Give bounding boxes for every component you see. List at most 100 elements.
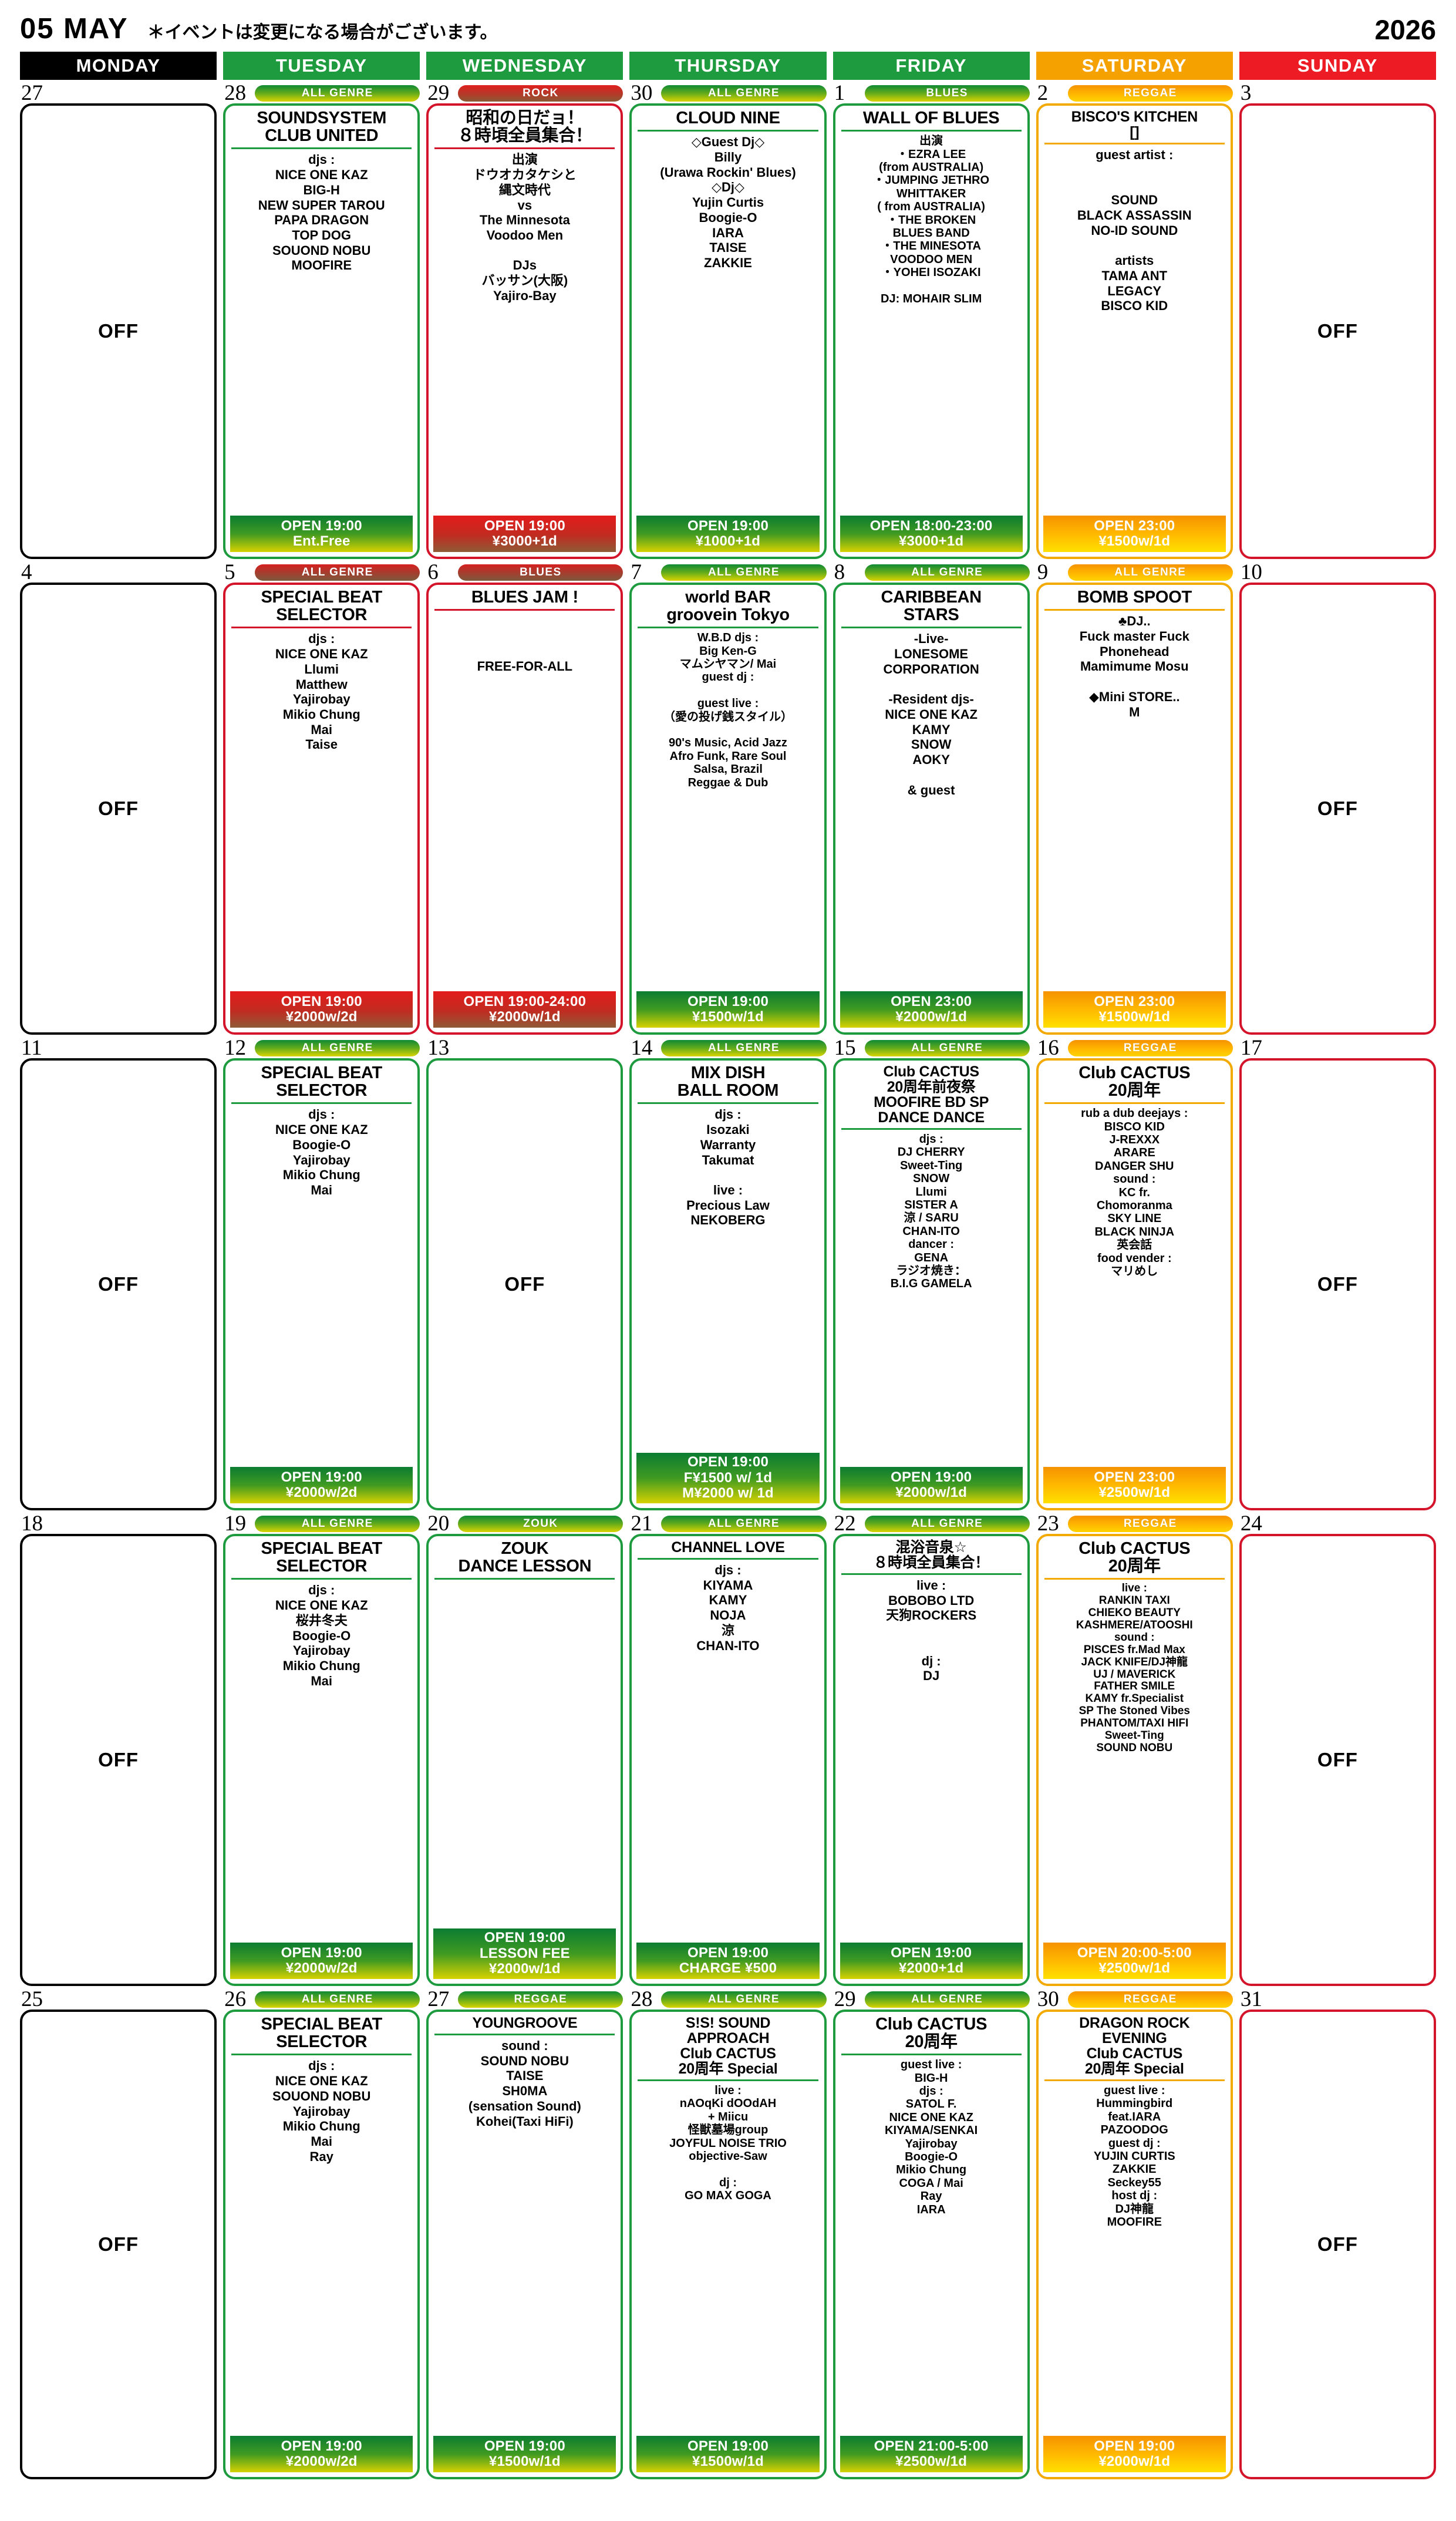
title-divider — [1044, 609, 1225, 611]
event-card[interactable]: Club CACTUS 20周年前夜祭 MOOFIRE BD SP DANCE … — [833, 1058, 1030, 1510]
date-number: 8 — [834, 560, 845, 584]
date-number: 17 — [1240, 1035, 1262, 1060]
event-card[interactable]: OFF — [20, 2010, 217, 2479]
event-card[interactable]: OFF — [20, 1534, 217, 1986]
event-card[interactable]: CARIBBEAN STARS-Live- LONESOME CORPORATI… — [833, 583, 1030, 1035]
event-card[interactable]: BISCO'S KITCHEN []guest artist : SOUND B… — [1036, 103, 1233, 559]
event-title: Club CACTUS 20周年 — [1078, 1539, 1191, 1576]
event-card[interactable]: S!S! SOUND APPROACH Club CACTUS 20周年 Spe… — [629, 2010, 827, 2479]
event-lineup: 出演 ドウオカタケシと 縄文時代 vs The Minnesota Voodoo… — [473, 152, 577, 303]
event-card[interactable]: OFF — [1239, 1534, 1436, 1986]
off-label: OFF — [1317, 1749, 1358, 1771]
event-title: MIX DISH BALL ROOM — [677, 1063, 779, 1100]
event-card[interactable]: OFF — [20, 103, 217, 559]
event-card[interactable]: BOMB SPOOT♣DJ.. Fuck master Fuck Phonehe… — [1036, 583, 1233, 1035]
title-divider — [434, 147, 615, 150]
title-divider — [231, 147, 412, 150]
event-card[interactable]: OFF — [20, 1058, 217, 1510]
date-number: 19 — [224, 1511, 247, 1536]
event-title: CARIBBEAN STARS — [881, 588, 982, 625]
date-number: 30 — [1037, 1987, 1059, 2011]
event-card[interactable]: 混浴音泉☆ ８時頃全員集合！live : BOBOBO LTD 天狗ROCKER… — [833, 1534, 1030, 1986]
off-label: OFF — [1317, 797, 1358, 819]
title-divider — [231, 627, 412, 629]
event-card[interactable]: CLOUD NINE◇Guest Dj◇ Billy (Urawa Rockin… — [629, 103, 827, 559]
day-cell-header: 3 — [1239, 82, 1436, 104]
event-card[interactable]: OFF — [426, 1058, 623, 1510]
event-card[interactable]: OFF — [20, 583, 217, 1035]
event-open-price: OPEN 20:00-5:00 ¥2500w/1d — [1043, 1943, 1226, 1979]
event-card[interactable]: OFF — [1239, 1058, 1436, 1510]
event-card[interactable]: DRAGON ROCK EVENING Club CACTUS 20周年 Spe… — [1036, 2010, 1233, 2479]
genre-badge: ALL GENRE — [661, 85, 827, 102]
event-open-price: OPEN 23:00 ¥2000w/1d — [840, 991, 1023, 1028]
event-card[interactable]: 昭和の日だョ！ ８時頃全員集合！出演 ドウオカタケシと 縄文時代 vs The … — [426, 103, 623, 559]
event-card[interactable]: OFF — [1239, 583, 1436, 1035]
date-number: 15 — [834, 1035, 856, 1060]
event-card[interactable]: OFF — [1239, 2010, 1436, 2479]
genre-badge: ALL GENRE — [255, 85, 420, 102]
title-divider — [231, 1578, 412, 1580]
genre-badge: ALL GENRE — [255, 564, 420, 581]
event-card[interactable]: OFF — [1239, 103, 1436, 559]
day-cell-header: 27 — [20, 82, 217, 104]
